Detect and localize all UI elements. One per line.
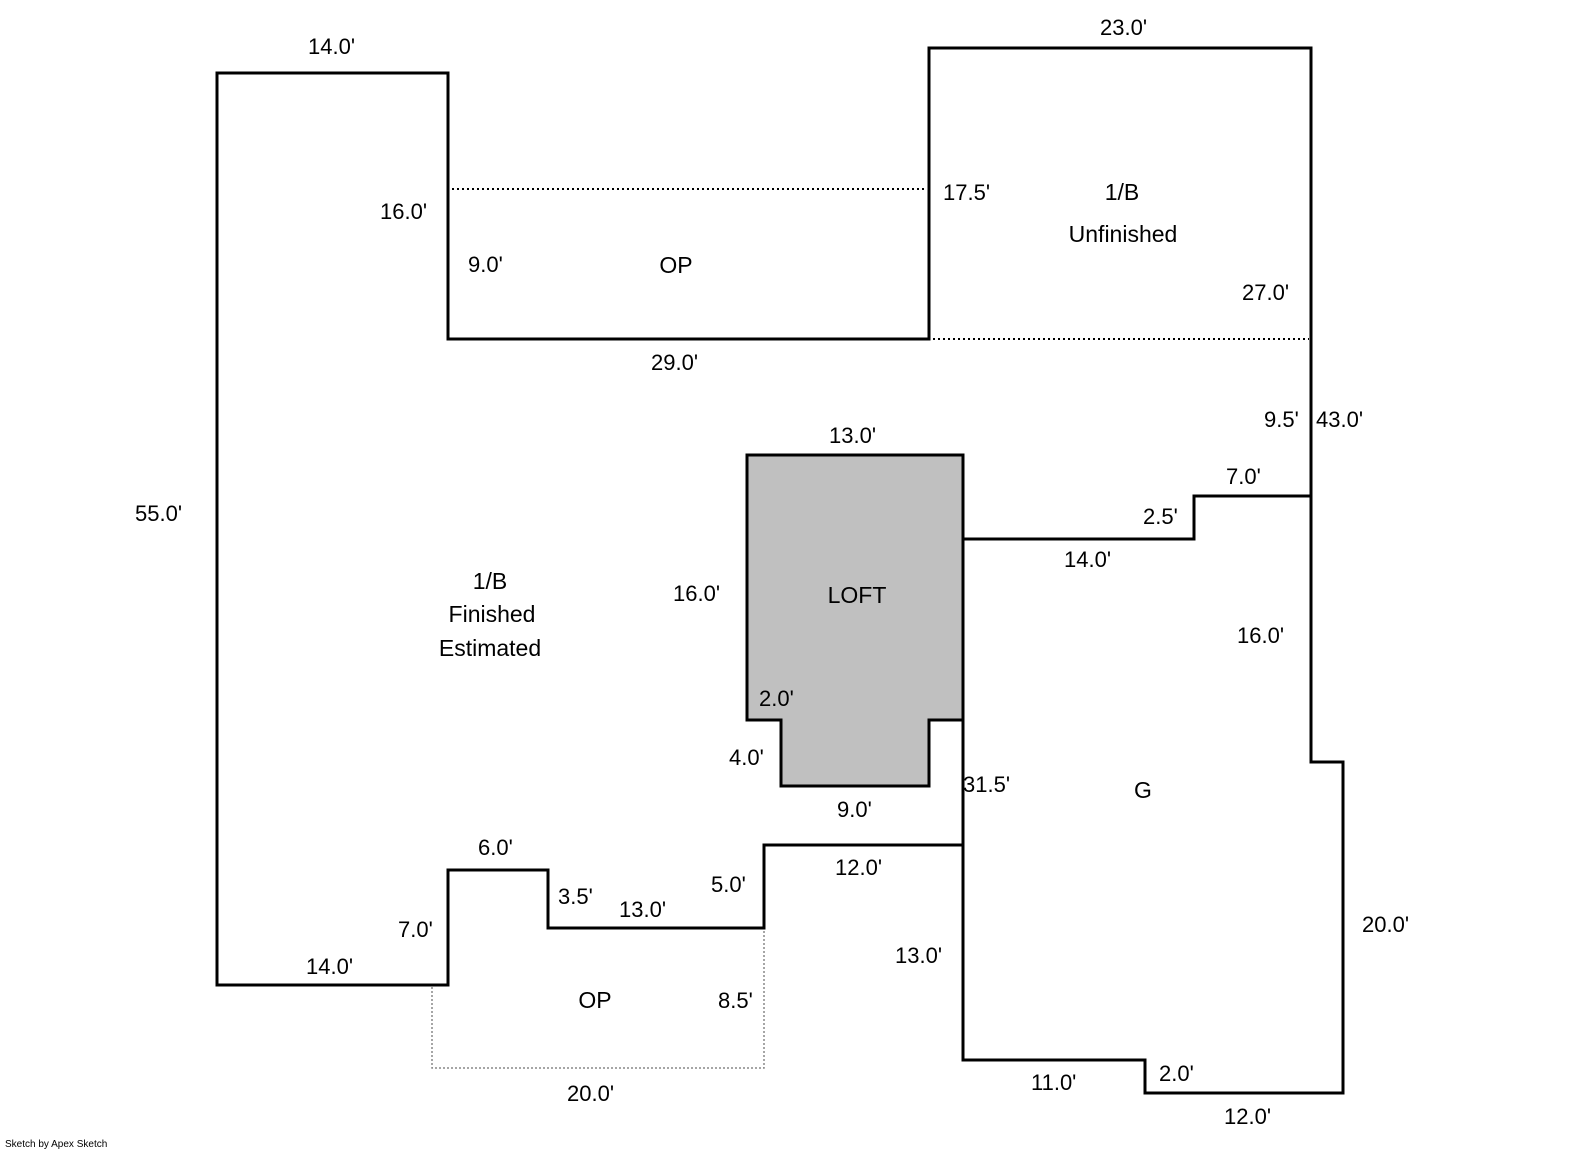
dim-label: 9.5' [1264, 407, 1299, 432]
dim-label: 43.0' [1316, 407, 1363, 432]
dim-label: 7.0' [398, 917, 433, 942]
dim-label: 3.5' [558, 884, 593, 909]
area-label-loft: LOFT [828, 582, 887, 608]
area-label-op-bottom: OP [578, 987, 611, 1013]
dim-label: 20.0' [567, 1081, 614, 1106]
area-label-finished-2: Finished [449, 601, 536, 627]
area-label-unfinished-2: Unfinished [1069, 221, 1178, 247]
dim-label: 13.0' [619, 897, 666, 922]
dimension-labels: 14.0' 23.0' 16.0' 17.5' 9.0' 27.0' 29.0'… [135, 15, 1409, 1129]
dim-label: 2.0' [1159, 1061, 1194, 1086]
dim-label: 16.0' [1237, 623, 1284, 648]
area-label-garage: G [1134, 777, 1152, 803]
dim-label: 4.0' [729, 745, 764, 770]
garage-top-wall [963, 494, 1311, 541]
dim-label: 8.5' [718, 988, 753, 1013]
dim-label: 16.0' [673, 581, 720, 606]
dim-label: 2.0' [759, 686, 794, 711]
op-bottom-dotted-outline [431, 930, 765, 1069]
dim-label: 9.0' [468, 252, 503, 277]
area-label-op-top: OP [659, 252, 692, 278]
main-outline [215, 46, 1345, 1095]
dim-label: 9.0' [837, 797, 872, 822]
dim-label: 12.0' [1224, 1104, 1271, 1129]
dim-label: 23.0' [1100, 15, 1147, 40]
dim-label: 55.0' [135, 501, 182, 526]
dim-label: 14.0' [1064, 547, 1111, 572]
dim-label: 7.0' [1226, 464, 1261, 489]
dim-label: 16.0' [380, 199, 427, 224]
area-label-finished-3: Estimated [439, 635, 541, 661]
area-label-unfinished-1: 1/B [1105, 179, 1140, 205]
dim-label: 14.0' [308, 34, 355, 59]
dim-label: 27.0' [1242, 280, 1289, 305]
loft-area [745, 453, 965, 788]
sketch-credit: Sketch by Apex Sketch [5, 1139, 108, 1150]
area-label-finished-1: 1/B [473, 568, 508, 594]
dim-label: 17.5' [943, 180, 990, 205]
dim-label: 2.5' [1143, 504, 1178, 529]
dim-label: 31.5' [963, 772, 1010, 797]
dim-label: 5.0' [711, 872, 746, 897]
dim-label: 29.0' [651, 350, 698, 375]
dim-label: 12.0' [835, 855, 882, 880]
dim-label: 20.0' [1362, 912, 1409, 937]
dim-label: 11.0' [1031, 1070, 1076, 1095]
dim-label: 6.0' [478, 835, 513, 860]
dim-label: 13.0' [895, 943, 942, 968]
dim-label: 13.0' [829, 423, 876, 448]
dim-label: 14.0' [306, 954, 353, 979]
